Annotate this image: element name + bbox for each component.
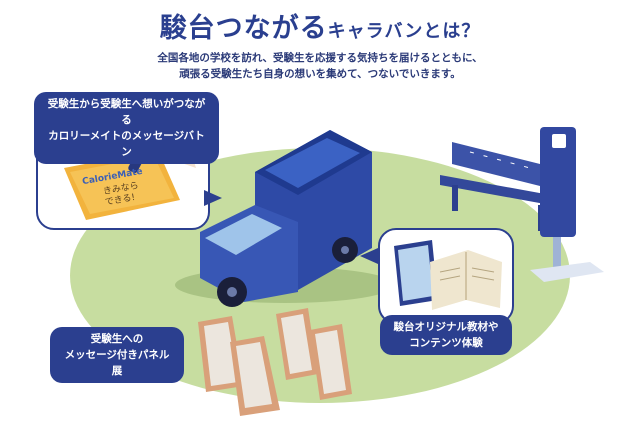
materials-label-line1: 駿台オリジナル教材や (393, 321, 499, 333)
description-line1: 全国各地の学校を訪れ、受験生を応援する気持ちを届けるとともに、 (157, 52, 483, 64)
panel-label-line2: メッセージ付きパネル展 (64, 349, 170, 377)
materials-label-line2: コンテンツ体験 (409, 337, 483, 349)
title-part2: キャラバン (327, 21, 424, 42)
baton-label-line1: 受験生から受験生へ想いがつながる (47, 98, 206, 126)
signpost-illustration (530, 127, 604, 282)
description-line2: 頑張る受験生たち自身の想いを集めて、つないでいきます。 (179, 68, 461, 80)
materials-label: 駿台オリジナル教材や コンテンツ体験 (380, 315, 512, 355)
baton-label-line2: カロリーメイトのメッセージバトン (48, 130, 205, 158)
page-title: 駿台つながるキャラバンとは？ (0, 6, 640, 45)
title-part1: 駿台つながる (159, 13, 328, 44)
title-part3: とは？ (423, 21, 481, 42)
panel-label-line1: 受験生への (90, 333, 144, 345)
panel-label: 受験生への メッセージ付きパネル展 (50, 327, 184, 383)
baton-label: 受験生から受験生へ想いがつながる カロリーメイトのメッセージバトン (34, 92, 219, 164)
van-illustration (175, 130, 395, 307)
panels-illustration (198, 308, 352, 416)
